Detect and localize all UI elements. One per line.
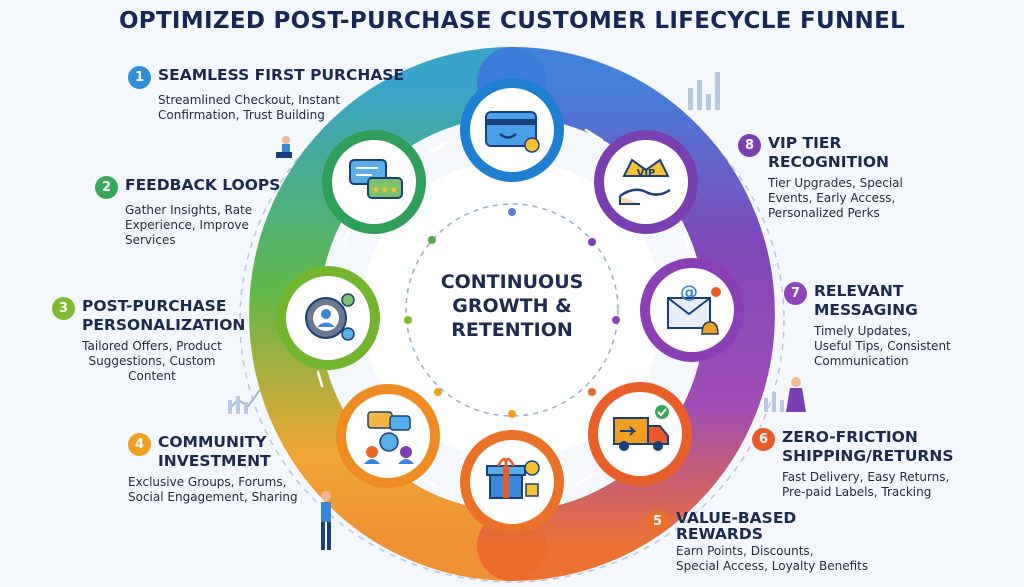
spoke-markers xyxy=(404,208,620,418)
step-number-badge: 7 xyxy=(784,282,807,305)
step-1-seamless-first-purchase: 1 SEAMLESS FIRST PURCHASE Streamlined Ch… xyxy=(128,66,448,123)
step-4-community-investment: 4 COMMUNITY INVESTMENT Exclusive Groups,… xyxy=(128,433,328,505)
person-standing-icon xyxy=(321,491,331,550)
step-description: Gather Insights, Rate Experience, Improv… xyxy=(125,203,253,247)
node-7: @ xyxy=(640,258,744,362)
step-title: VALUE-BASED REWARDS xyxy=(676,509,797,543)
node-6 xyxy=(588,382,692,486)
feedback-chat-icon: ★★★ xyxy=(349,159,403,199)
person-laptop-icon xyxy=(276,136,292,158)
step-number-badge: 2 xyxy=(95,176,118,199)
step-title: RELEVANT MESSAGING xyxy=(814,282,918,319)
step-number-badge: 3 xyxy=(52,297,75,320)
step-description: Tailored Offers, Product Suggestions, Cu… xyxy=(82,339,222,383)
step-title: SEAMLESS FIRST PURCHASE xyxy=(158,66,405,84)
outer-dashed-loop xyxy=(239,57,785,583)
step-5-value-based-rewards: 5 VALUE-BASED REWARDS Earn Points, Disco… xyxy=(646,510,886,574)
person-woman-icon xyxy=(786,377,806,412)
step-description: Fast Delivery, Easy Returns, Pre-paid La… xyxy=(782,470,950,499)
page-title: OPTIMIZED POST-PURCHASE CUSTOMER LIFECYC… xyxy=(118,8,906,34)
vip-badge-text: VIP xyxy=(637,168,656,179)
step-title: VIP TIER RECOGNITION xyxy=(768,134,890,171)
email-bell-icon: @ xyxy=(667,282,721,335)
step-6-zero-friction-shipping-returns: 6 ZERO-FRICTION SHIPPING/RETURNS Fast De… xyxy=(752,428,992,500)
step-number-badge: 8 xyxy=(738,134,761,157)
step-description: Timely Updates, Useful Tips, Consistent … xyxy=(814,324,951,368)
step-number-badge: 4 xyxy=(128,433,151,456)
delivery-truck-icon xyxy=(613,405,669,451)
bar-chart-icon-right xyxy=(764,392,784,412)
svg-text:@: @ xyxy=(680,282,698,303)
node-4 xyxy=(336,384,440,488)
step-number-badge: 5 xyxy=(646,510,669,533)
step-3-post-purchase-personalization: 3 POST-PURCHASE PERSONALIZATION Tailored… xyxy=(52,297,252,384)
inner-dashed-circle xyxy=(405,203,619,417)
center-label: CONTINUOUS GROWTH & RETENTION xyxy=(428,270,596,342)
node-1 xyxy=(460,78,564,182)
node-5 xyxy=(460,430,564,534)
step-title: ZERO-FRICTION SHIPPING/RETURNS xyxy=(782,428,954,465)
step-description: Earn Points, Discounts, Special Access, … xyxy=(676,544,869,573)
vip-crown-icon: VIP xyxy=(619,158,671,205)
node-3 xyxy=(276,266,380,370)
node-8: VIP xyxy=(594,130,698,234)
step-description: Tier Upgrades, Special Events, Early Acc… xyxy=(768,176,903,220)
line-chart-icon xyxy=(227,389,261,414)
bar-chart-icon xyxy=(688,72,720,110)
step-8-vip-tier-recognition: 8 VIP TIER RECOGNITION Tier Upgrades, Sp… xyxy=(738,134,948,221)
center-label-text: CONTINUOUS GROWTH & RETENTION xyxy=(440,271,584,341)
step-7-relevant-messaging: 7 RELEVANT MESSAGING Timely Updates, Use… xyxy=(784,282,994,369)
node-2: ★★★ xyxy=(322,130,426,234)
step-description: Exclusive Groups, Forums, Social Engagem… xyxy=(128,475,298,504)
community-globe-icon xyxy=(364,411,414,464)
step-number-badge: 1 xyxy=(128,66,151,89)
svg-text:★★★: ★★★ xyxy=(372,185,399,196)
step-number-badge: 6 xyxy=(752,428,775,451)
step-2-feedback-loops: 2 FEEDBACK LOOPS Gather Insights, Rate E… xyxy=(95,176,325,248)
flow-arrows xyxy=(316,128,696,488)
step-title: POST-PURCHASE PERSONALIZATION xyxy=(82,297,246,334)
step-description: Streamlined Checkout, Instant Confirmati… xyxy=(158,93,341,122)
credit-card-icon xyxy=(485,111,540,153)
gear-user-icon xyxy=(305,293,355,341)
gift-trophy-icon xyxy=(486,457,540,499)
step-title: FEEDBACK LOOPS xyxy=(125,176,281,194)
step-title: COMMUNITY INVESTMENT xyxy=(158,433,271,470)
